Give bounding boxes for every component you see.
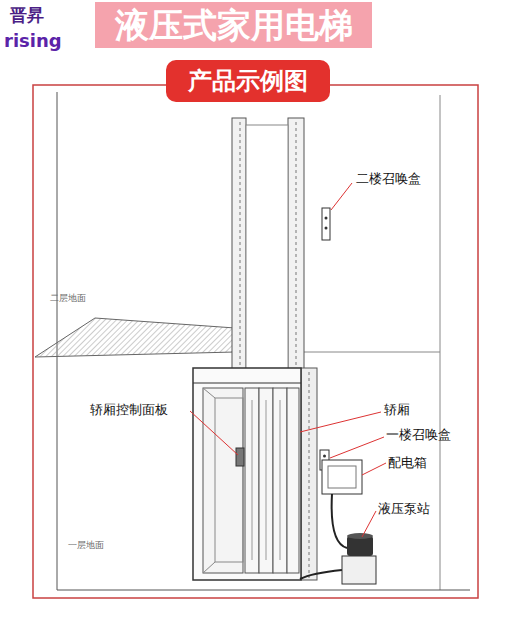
power-box bbox=[322, 460, 362, 494]
floor-label: 一层地面 bbox=[68, 540, 104, 551]
call-boxes bbox=[320, 208, 330, 470]
node-text: 产品示例图 bbox=[188, 65, 308, 97]
callout-label: 轿厢 bbox=[384, 402, 410, 418]
heading-band: 产品示例图 bbox=[166, 60, 330, 102]
callout-label: 轿厢控制面板 bbox=[90, 402, 168, 418]
callout-label: 一楼召唤盒 bbox=[386, 427, 451, 443]
cable bbox=[300, 570, 342, 579]
cable bbox=[332, 494, 347, 548]
brand-name: rising bbox=[4, 30, 62, 52]
title: 液压式家用电梯 bbox=[95, 2, 372, 48]
callout-label: 配电箱 bbox=[388, 455, 427, 471]
callout-label: 液压泵站 bbox=[378, 501, 430, 517]
hydraulic-pump bbox=[342, 533, 376, 584]
elevator-car bbox=[193, 368, 301, 580]
brand-name: 晋昇 bbox=[10, 5, 44, 25]
callout-label: 二楼召唤盒 bbox=[356, 171, 421, 187]
shaft bbox=[232, 118, 317, 580]
floor-label: 二层地面 bbox=[50, 293, 86, 304]
leader-lines bbox=[190, 183, 386, 537]
frame bbox=[33, 85, 478, 598]
floor-slab bbox=[35, 318, 235, 357]
